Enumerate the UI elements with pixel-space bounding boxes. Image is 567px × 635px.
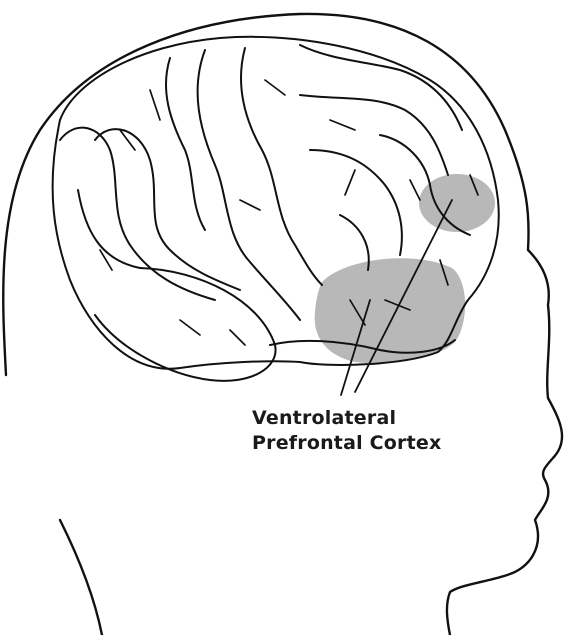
frontal-gyrus-middle [300, 95, 448, 175]
label-line-1: Ventrolateral [252, 406, 441, 431]
frontal-fold-lower [340, 215, 369, 270]
precentral-gyrus [241, 48, 322, 285]
sulcus [330, 120, 355, 130]
frontal-gyrus-inferior [310, 150, 402, 255]
postcentral-gyrus [166, 58, 205, 230]
sulcus [100, 250, 112, 270]
sulcus [230, 330, 245, 345]
sulcus [150, 90, 160, 120]
sulcus [240, 200, 260, 210]
occipital-fold-3 [78, 190, 140, 268]
sulcus [120, 130, 135, 150]
sulcus [180, 320, 200, 335]
region-label: Ventrolateral Prefrontal Cortex [252, 406, 441, 456]
label-line-2: Prefrontal Cortex [252, 431, 441, 456]
head-outline [3, 14, 562, 635]
neck-outline [60, 520, 102, 635]
sulcus [410, 180, 420, 200]
sulcus [345, 170, 355, 195]
sulcus [265, 80, 285, 95]
